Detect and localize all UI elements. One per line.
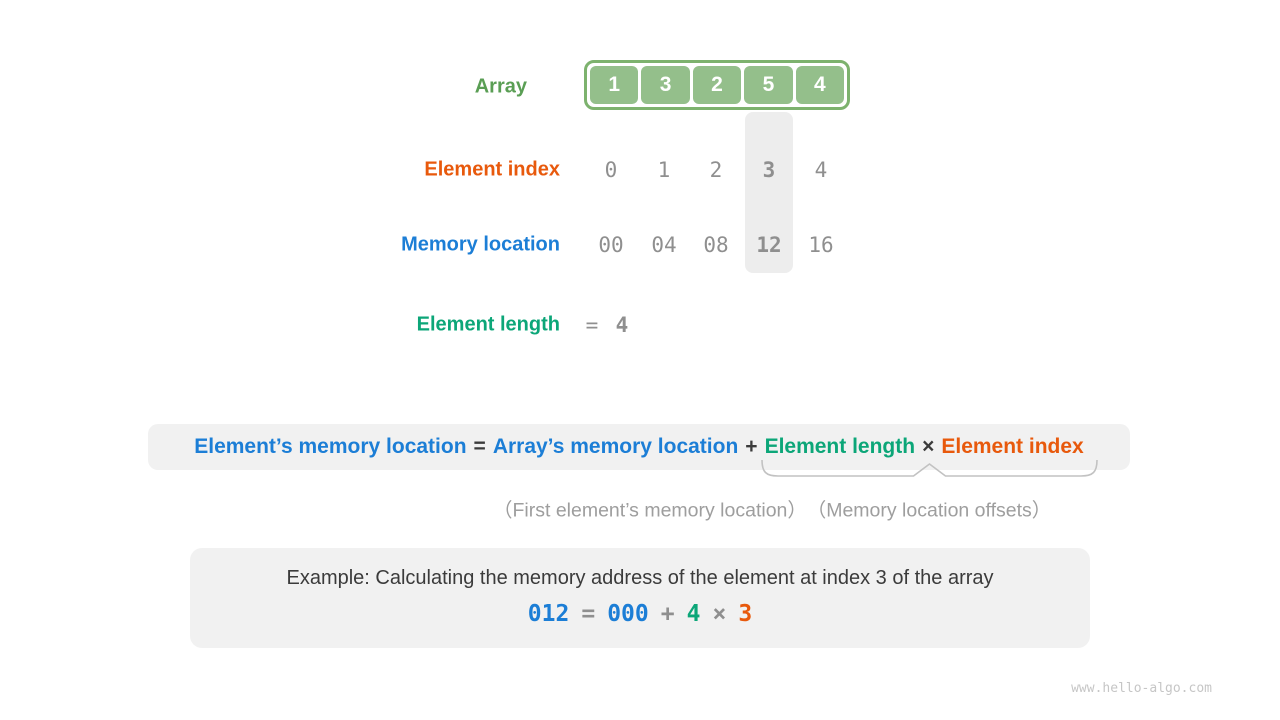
index-value-3-highlighted: 3 bbox=[762, 158, 776, 182]
array-cell-value: 4 bbox=[813, 73, 826, 96]
example-index-value: 3 bbox=[738, 601, 753, 627]
index-value-1: 1 bbox=[657, 158, 671, 182]
example-base-address: 000 bbox=[607, 601, 649, 627]
memory-value-4: 16 bbox=[808, 233, 834, 257]
highlight-column-index-3 bbox=[745, 112, 793, 273]
memory-value-2: 08 bbox=[703, 233, 729, 257]
element-length-value: 4 bbox=[615, 313, 629, 337]
index-value-2: 2 bbox=[709, 158, 723, 182]
example-multiply-sign: × bbox=[712, 601, 727, 627]
formula-element-length: Element length bbox=[764, 435, 916, 458]
array-cell-value: 3 bbox=[659, 73, 672, 96]
example-plus-sign: + bbox=[660, 601, 675, 627]
array-cell-value: 1 bbox=[608, 73, 621, 96]
formula-multiply-sign: × bbox=[922, 435, 935, 458]
array-container: 1 3 2 5 4 bbox=[584, 60, 850, 110]
watermark: www.hello-algo.com bbox=[1071, 681, 1212, 696]
element-length-label: Element length bbox=[416, 313, 560, 336]
array-label: Array bbox=[474, 75, 527, 98]
memory-value-0: 00 bbox=[598, 233, 624, 257]
array-cell-2: 2 bbox=[692, 66, 742, 104]
annotation-memory-location-offsets: （Memory location offsets） bbox=[806, 499, 1052, 522]
formula-element-memory-location: Element’s memory location bbox=[194, 435, 467, 458]
annotation-first-element-location: （First element’s memory location） bbox=[493, 499, 807, 522]
element-length-equals: = bbox=[585, 313, 599, 337]
array-cell-3: 5 bbox=[744, 66, 793, 104]
array-cell-0: 1 bbox=[590, 66, 639, 104]
example-title: Example: Calculating the memory address … bbox=[286, 567, 994, 589]
formula-array-memory-location: Array’s memory location bbox=[492, 435, 739, 458]
index-value-0: 0 bbox=[604, 158, 618, 182]
formula-plus-sign: + bbox=[745, 435, 758, 458]
example-equals-sign: = bbox=[581, 601, 596, 627]
array-cell-value: 2 bbox=[711, 73, 723, 96]
example-panel: Example: Calculating the memory address … bbox=[190, 548, 1090, 648]
memory-location-label: Memory location bbox=[401, 233, 560, 256]
example-equation: 012 = 000 + 4 × 3 bbox=[190, 601, 1090, 627]
memory-value-3-highlighted: 12 bbox=[756, 233, 782, 257]
example-length-value: 4 bbox=[686, 601, 701, 627]
example-result: 012 bbox=[527, 601, 570, 627]
array-cell-value: 5 bbox=[762, 73, 775, 96]
underbrace-offsets bbox=[761, 459, 1098, 477]
formula-element-index: Element index bbox=[941, 435, 1084, 458]
formula-banner: Element’s memory location = Array’s memo… bbox=[148, 424, 1130, 470]
index-value-4: 4 bbox=[814, 158, 828, 182]
element-index-label: Element index bbox=[424, 158, 560, 181]
memory-value-1: 04 bbox=[651, 233, 677, 257]
array-cell-1: 3 bbox=[641, 66, 690, 104]
array-cell-4: 4 bbox=[795, 66, 845, 104]
formula-equals-sign: = bbox=[473, 435, 486, 458]
